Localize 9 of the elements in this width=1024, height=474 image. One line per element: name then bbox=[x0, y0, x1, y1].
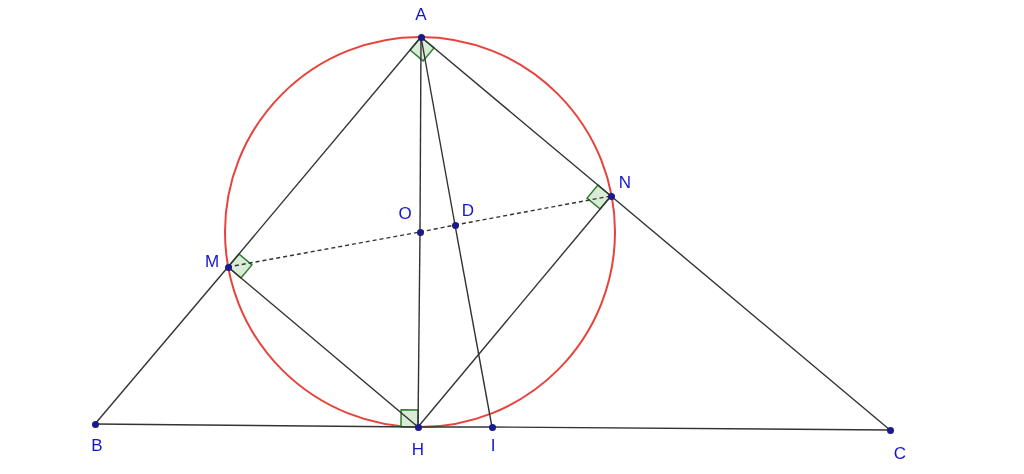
point-label: H bbox=[411, 441, 425, 459]
point-label: M bbox=[204, 253, 220, 271]
point-label: C bbox=[893, 445, 907, 463]
point-label: N bbox=[618, 174, 632, 192]
point-label: I bbox=[490, 437, 496, 455]
point-label: D bbox=[461, 202, 475, 220]
point-label: A bbox=[415, 6, 427, 24]
point-label: O bbox=[398, 205, 412, 223]
point-label: B bbox=[91, 437, 103, 455]
